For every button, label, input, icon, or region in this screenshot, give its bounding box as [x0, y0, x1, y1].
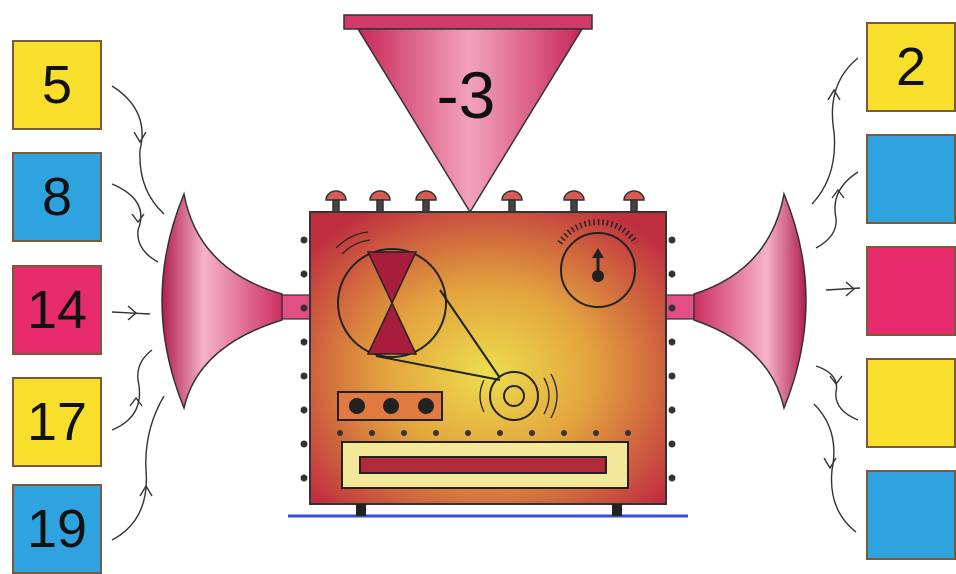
- input-value-4: 17: [27, 391, 87, 453]
- input-box-1: 5: [12, 40, 102, 130]
- left-pipe: [278, 295, 314, 319]
- input-arrows: [112, 86, 164, 540]
- input-box-4: 17: [12, 377, 102, 467]
- input-value-1: 5: [42, 54, 72, 116]
- output-value-1: 2: [896, 36, 926, 98]
- output-box-3: [866, 246, 956, 336]
- top-knobs: [326, 191, 644, 212]
- button-panel: [338, 392, 442, 420]
- right-horn: [694, 194, 806, 408]
- operation-label: -3: [437, 58, 496, 132]
- left-horn: [162, 194, 282, 408]
- output-box-1: 2: [866, 22, 956, 112]
- input-value-3: 14: [27, 279, 87, 341]
- input-box-3: 14: [12, 265, 102, 355]
- machine-foot-left: [356, 504, 366, 516]
- input-value-2: 8: [42, 166, 72, 228]
- output-box-4: [866, 358, 956, 448]
- slot-panel: [342, 442, 628, 488]
- output-arrows: [812, 58, 860, 532]
- output-box-5: [866, 470, 956, 560]
- machine-foot-right: [612, 504, 622, 516]
- input-box-2: 8: [12, 152, 102, 242]
- input-box-5: 19: [12, 484, 102, 574]
- output-box-2: [866, 134, 956, 224]
- input-value-5: 19: [27, 498, 87, 560]
